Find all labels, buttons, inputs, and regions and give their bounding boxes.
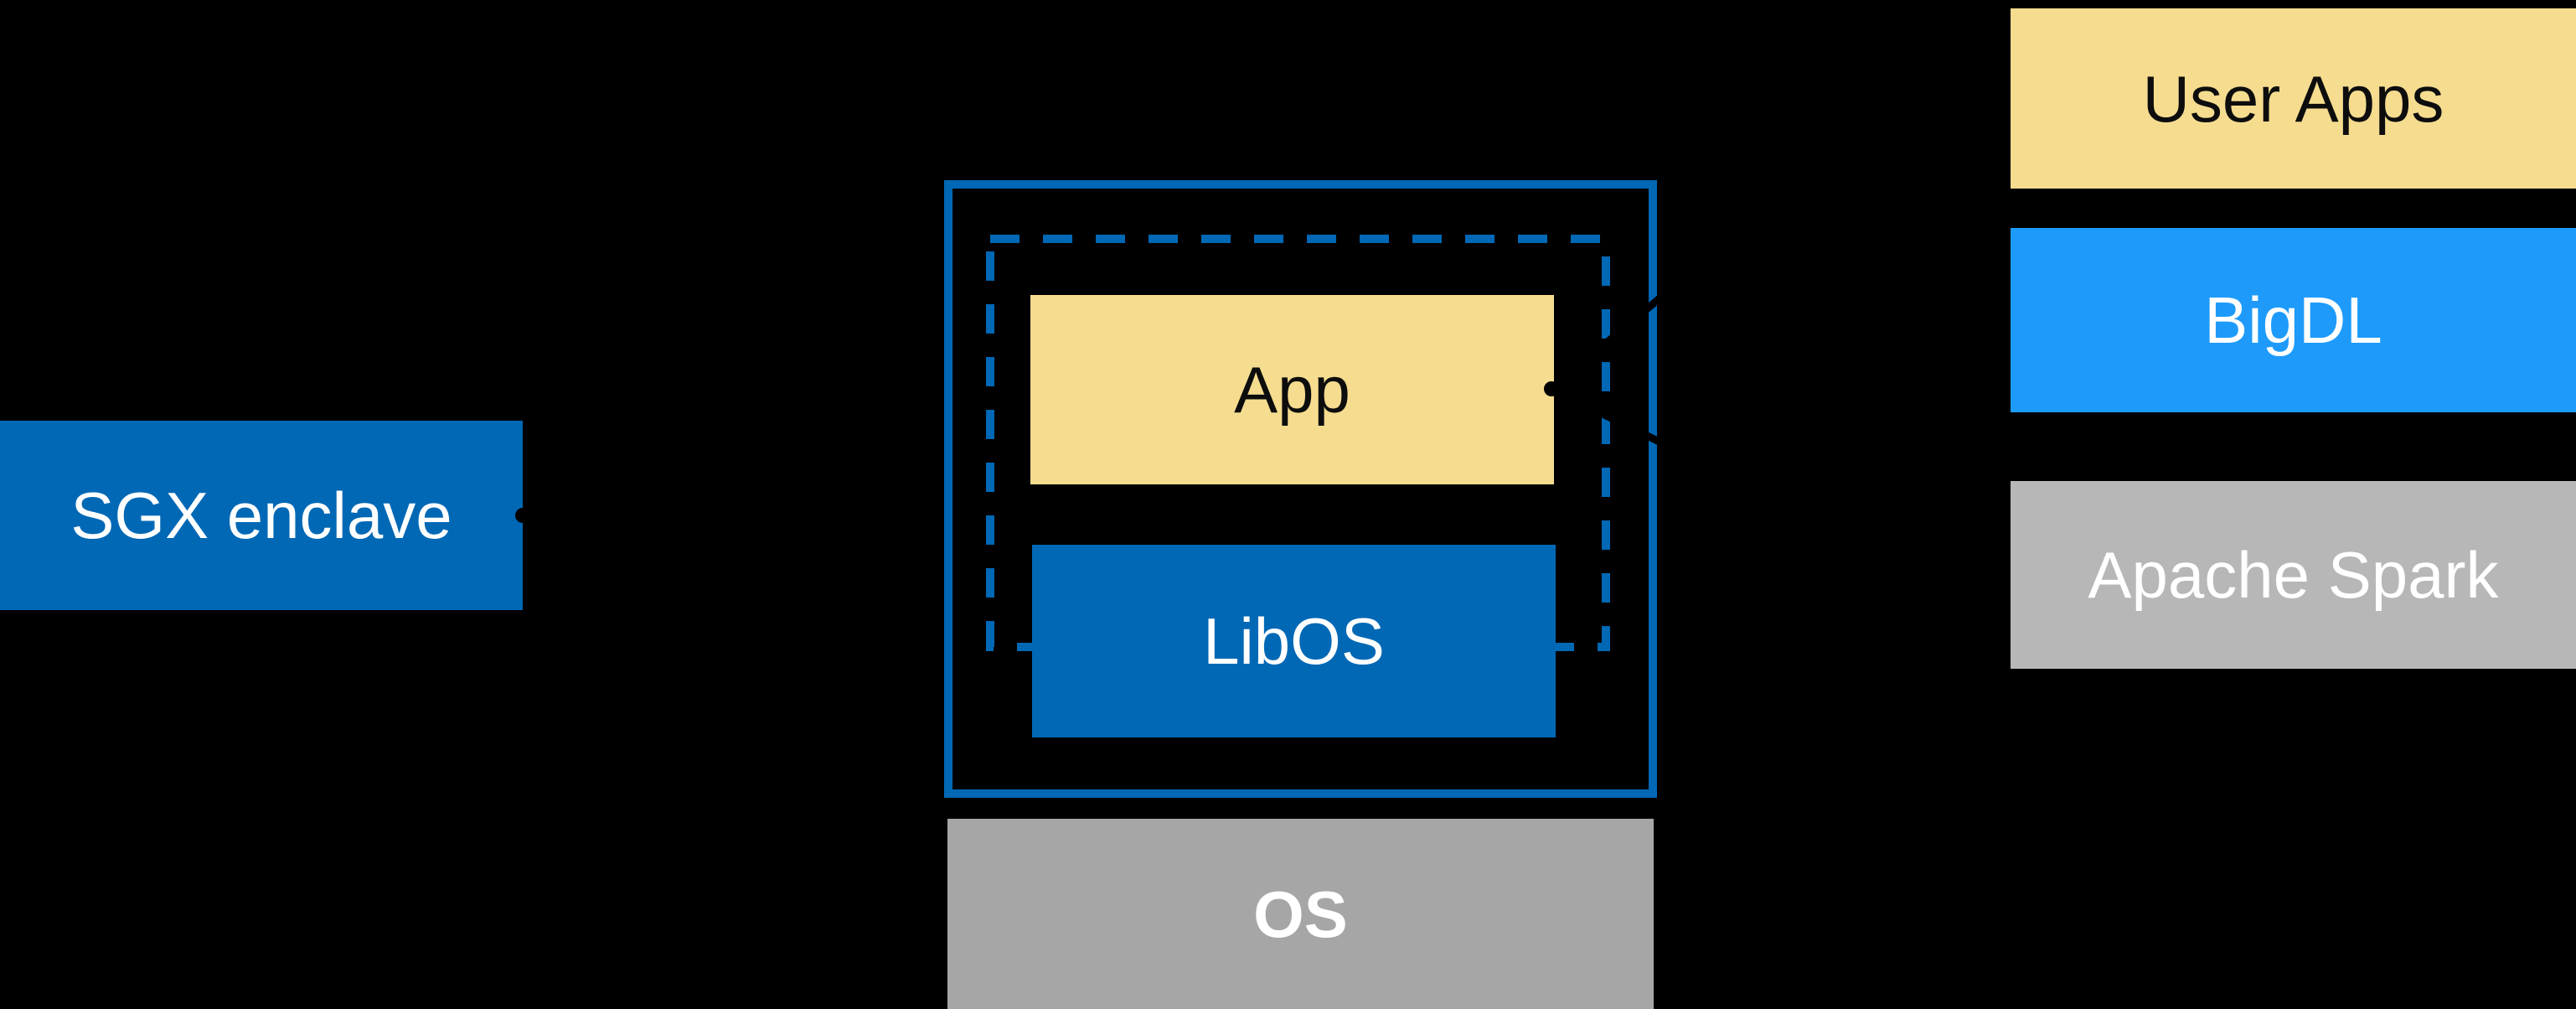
- libos-label: LibOS: [1203, 604, 1385, 678]
- os-label: OS: [1253, 877, 1348, 951]
- apache-spark-label: Apache Spark: [2088, 538, 2499, 612]
- app-box: App: [1030, 295, 1554, 484]
- sgx-enclave-label: SGX enclave: [70, 479, 452, 552]
- sgx-enclave-label-box: SGX enclave: [0, 421, 523, 610]
- user-apps-box: User Apps: [2011, 8, 2576, 189]
- bigdl-box: BigDL: [2011, 228, 2576, 412]
- bigdl-label: BigDL: [2204, 283, 2382, 357]
- enclave-boundary-box: [944, 180, 1657, 798]
- user-apps-label: User Apps: [2142, 61, 2444, 136]
- apache-spark-box: Apache Spark: [2011, 481, 2576, 669]
- os-box: OS: [947, 819, 1654, 1009]
- libos-box: LibOS: [1032, 545, 1556, 737]
- app-label: App: [1234, 353, 1350, 427]
